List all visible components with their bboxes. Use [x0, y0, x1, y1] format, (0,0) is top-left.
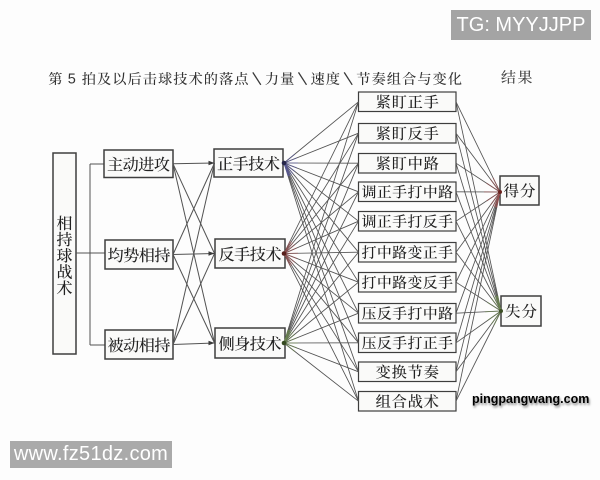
- svg-text:5: 5: [68, 72, 76, 88]
